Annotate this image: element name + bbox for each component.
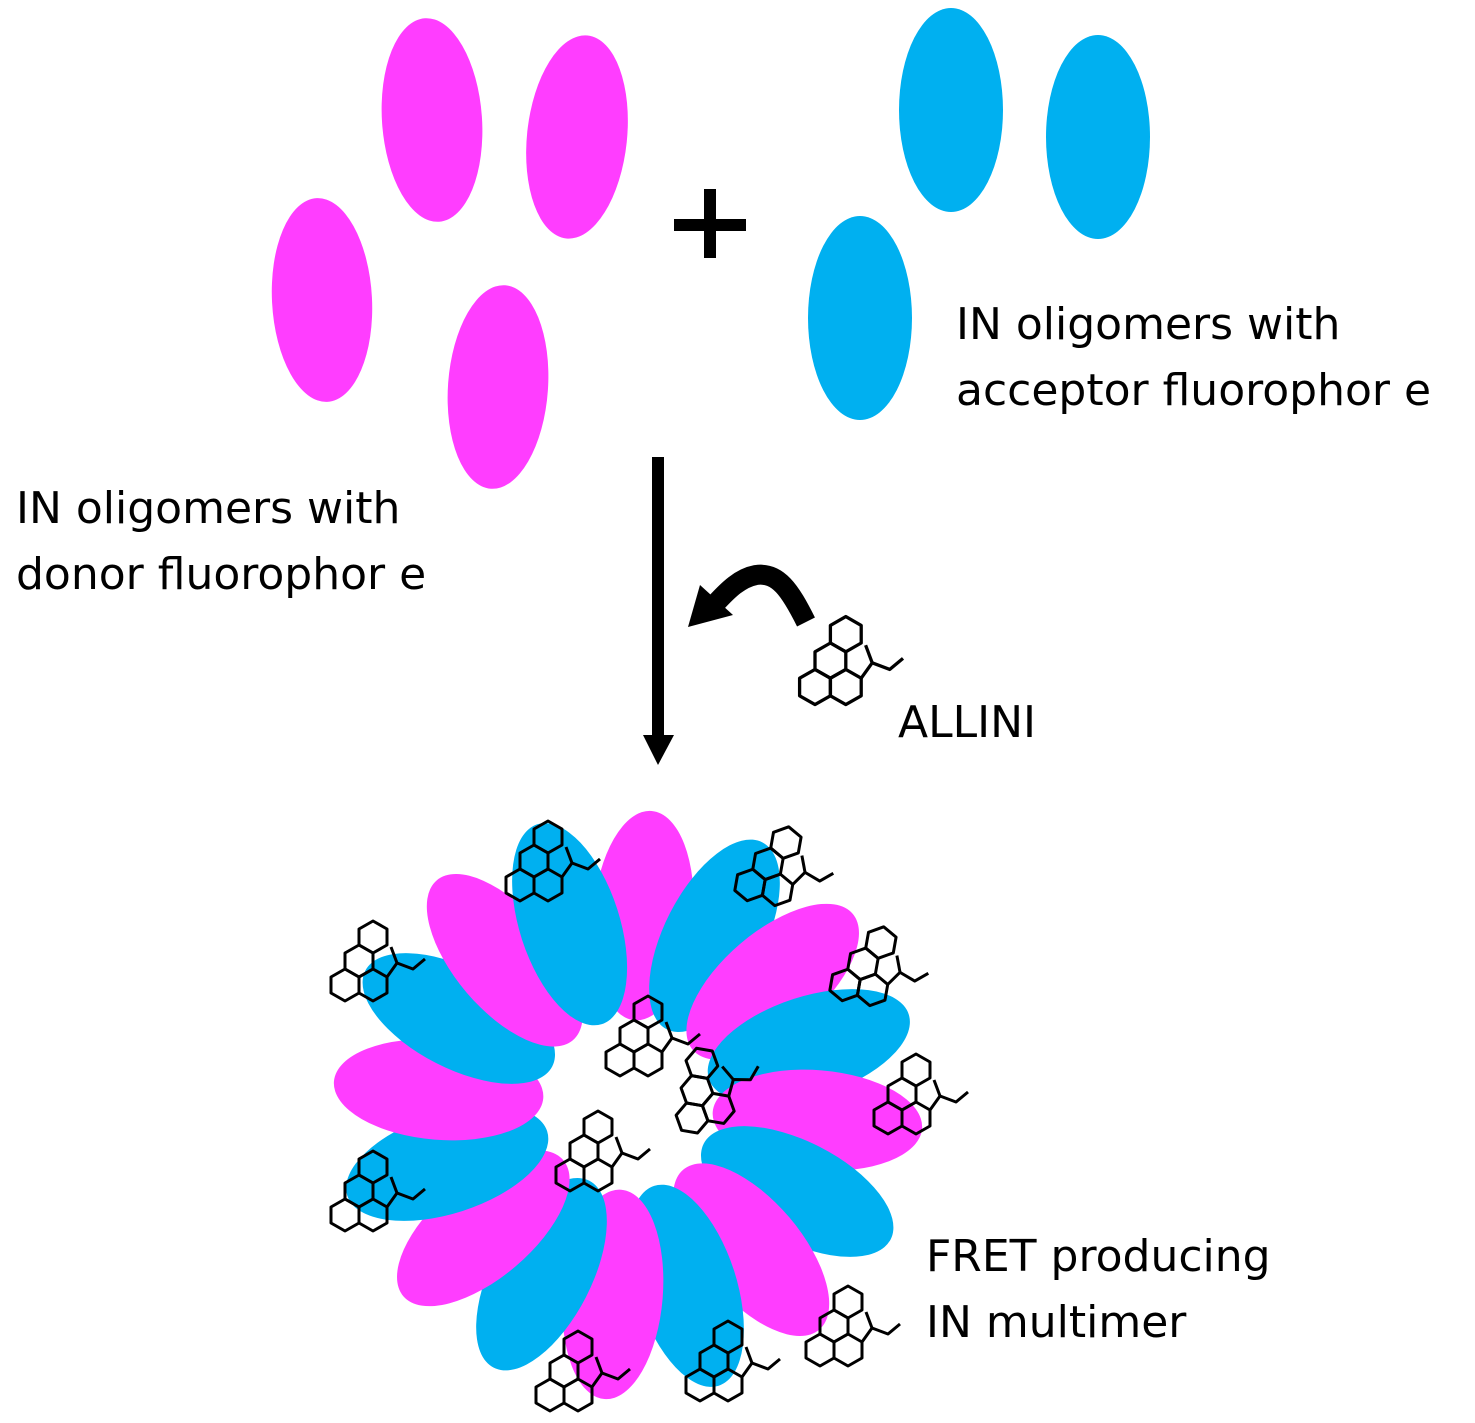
acceptor-oligomers-group (808, 8, 1150, 420)
acceptor-subunit (649, 839, 780, 1033)
donor-oligomer (526, 35, 628, 239)
down-arrow-icon (643, 457, 674, 765)
acceptor-subunit (362, 953, 556, 1084)
curved-arrow-icon (688, 564, 815, 627)
donor-subunit (426, 874, 583, 1047)
donor-oligomers-label: IN oligomers with donor fluorophor e (16, 476, 426, 608)
acceptor-oligomer (899, 8, 1003, 212)
donor-subunit (686, 903, 859, 1060)
multimer-label-line-2: IN multimer (926, 1297, 1187, 1348)
donor-label-line-1: IN oligomers with (16, 483, 401, 534)
donor-subunit (397, 1150, 570, 1307)
acceptor-oligomer (1046, 35, 1150, 239)
donor-oligomer (271, 198, 373, 402)
plus-icon (674, 189, 746, 258)
acceptor-label-line-1: IN oligomers with (956, 299, 1341, 350)
donor-label-line-2: donor fluorophor e (16, 549, 427, 600)
multimer-label-line-1: FRET producing (926, 1231, 1271, 1282)
acceptor-oligomer (808, 216, 912, 420)
acceptor-label-line-2: acceptor fluorophor e (956, 365, 1432, 416)
acceptor-subunit (700, 1126, 894, 1257)
acceptor-subunit (476, 1177, 607, 1371)
allini-label-text: ALLINI (898, 697, 1036, 748)
donor-oligomer (447, 285, 549, 489)
acceptor-oligomers-label: IN oligomers with acceptor fluorophor e (956, 292, 1431, 424)
donor-oligomer (381, 18, 483, 222)
in-multimer-ring (333, 810, 923, 1400)
allini-molecule-icon (797, 614, 905, 707)
allini-label: ALLINI (898, 690, 1036, 756)
donor-subunit (673, 1163, 830, 1336)
multimer-label: FRET producing IN multimer (926, 1224, 1271, 1356)
donor-oligomers-group (271, 18, 628, 489)
